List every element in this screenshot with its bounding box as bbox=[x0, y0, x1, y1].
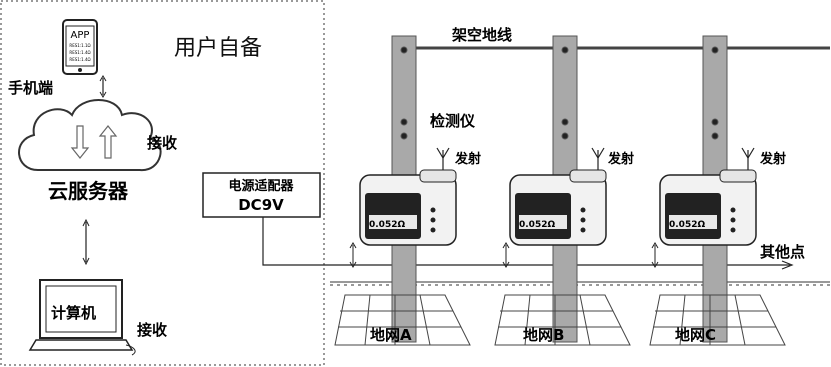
cloud-label: 云服务器 bbox=[48, 179, 129, 203]
user-section-title: 用户自备 bbox=[174, 36, 263, 61]
cloud-icon bbox=[18, 99, 162, 172]
phone-line: RES1:1.4Ω bbox=[69, 50, 90, 55]
grid-c-label: 地网C bbox=[675, 326, 716, 344]
phone-line: RES1:1.4Ω bbox=[69, 57, 90, 62]
adapter-line1: 电源适配器 bbox=[228, 178, 294, 194]
tester-device-b bbox=[502, 147, 607, 268]
phone-app-label: APP bbox=[71, 30, 90, 41]
power-adapter-box bbox=[202, 172, 321, 218]
user-section-border bbox=[0, 0, 325, 366]
grid-b-label: 地网B bbox=[523, 326, 564, 344]
ground-grid-a bbox=[334, 294, 471, 346]
phone-cloud-arrow bbox=[99, 75, 107, 98]
tester-device-c bbox=[651, 147, 757, 268]
overhead-wire-label: 架空地线 bbox=[451, 26, 512, 44]
device-b-transmit: 发射 bbox=[607, 151, 634, 167]
phone-label: 手机端 bbox=[8, 79, 53, 97]
device-c-reading: 0.052Ω bbox=[669, 220, 705, 230]
other-points-label: 其他点 bbox=[760, 243, 805, 261]
phone-line: RES1:1.1Ω bbox=[69, 43, 90, 48]
device-a-transmit: 发射 bbox=[454, 151, 481, 167]
computer-icon bbox=[28, 279, 136, 356]
device-a-reading: 0.052Ω bbox=[369, 220, 405, 230]
power-cable bbox=[262, 217, 790, 266]
tester-label: 检测仪 bbox=[430, 112, 476, 130]
cloud-receive-label: 接收 bbox=[147, 134, 177, 152]
device-c-transmit: 发射 bbox=[759, 151, 786, 167]
ground-grid-c bbox=[649, 294, 786, 346]
phone-icon: APP RES1:1.1Ω RES1:1.4Ω RES1:1.4Ω bbox=[62, 19, 98, 75]
computer-label: 计算机 bbox=[51, 304, 96, 322]
adapter-line2: DC9V bbox=[238, 196, 284, 214]
ground-grid-b bbox=[494, 294, 631, 346]
tester-device-a bbox=[349, 147, 457, 268]
cloud-computer-arrow bbox=[82, 218, 90, 266]
grid-a-label: 地网A bbox=[370, 326, 412, 344]
device-b-reading: 0.052Ω bbox=[519, 220, 555, 230]
computer-receive-label: 接收 bbox=[137, 321, 167, 339]
